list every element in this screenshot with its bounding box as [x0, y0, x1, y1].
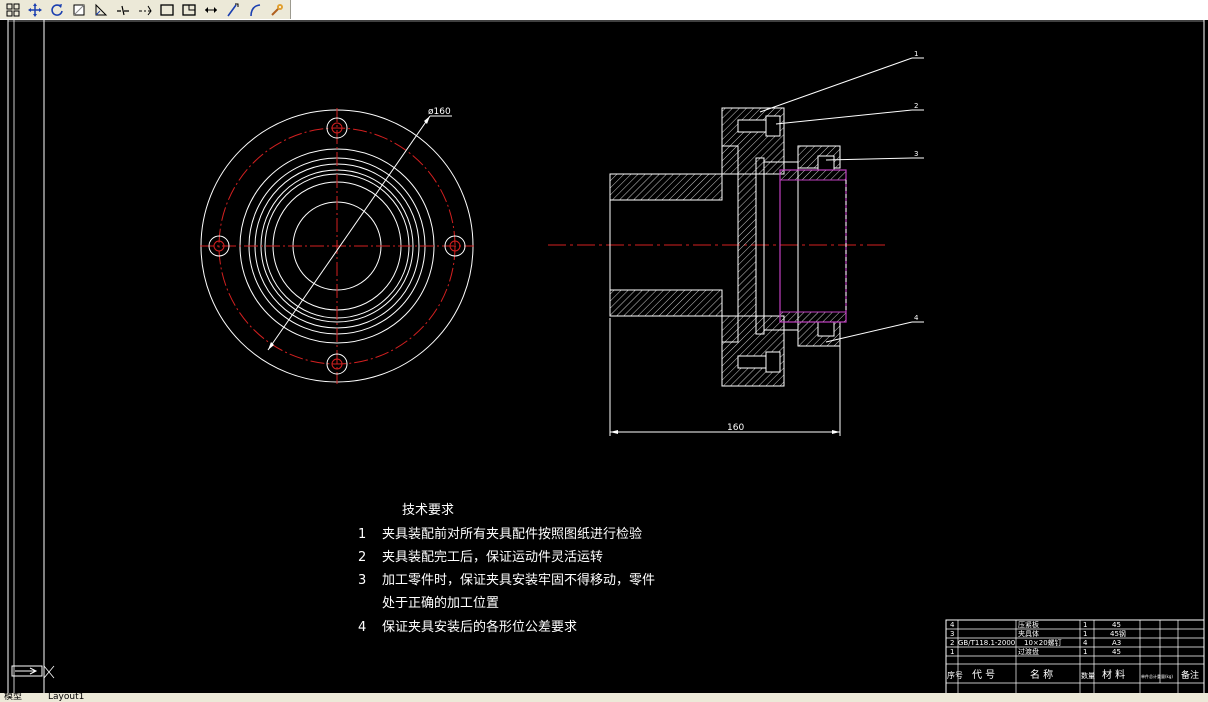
- balloon-3: 3: [914, 150, 918, 158]
- tab-layout1[interactable]: Layout1: [48, 693, 85, 702]
- bom-name: 过渡盘: [1018, 647, 1039, 656]
- arc-icon[interactable]: [244, 1, 266, 19]
- grid-icon[interactable]: [2, 1, 24, 19]
- tech-requirements: 技术要求 1 夹具装配前对所有夹具配件按照图纸进行检验 2 夹具装配完工后，保证…: [358, 503, 655, 635]
- line-icon[interactable]: [222, 1, 244, 19]
- bom-header-remark: 备注: [1181, 669, 1199, 681]
- drawing-border: [7, 20, 1205, 696]
- bom-material: 45: [1112, 621, 1121, 629]
- break-icon[interactable]: [112, 1, 134, 19]
- bom-seq: 2: [950, 639, 954, 647]
- extend-icon[interactable]: [134, 1, 156, 19]
- bom-header-code: 代 号: [972, 669, 995, 681]
- pan-icon[interactable]: [24, 1, 46, 19]
- tech-req-item: 夹具装配完工后，保证运动件灵活运转: [382, 550, 603, 565]
- front-view-dim-label: ø160: [428, 107, 451, 117]
- ucs-icon: [11, 665, 55, 679]
- bolt-hole: [208, 117, 466, 375]
- bom-qty: 1: [1083, 648, 1087, 656]
- tab-model[interactable]: 模型: [4, 693, 23, 702]
- toolbar-group: [0, 0, 291, 19]
- bom-table: 4 压紧板 1 45 3 夹具体 1 45钢 2 GB/T118.1-2000 …: [945, 619, 1205, 695]
- front-view: ø160: [200, 107, 474, 384]
- rectangle-icon[interactable]: [156, 1, 178, 19]
- tech-req-item: 加工零件时，保证夹具安装牢固不得移动，零件: [382, 572, 655, 588]
- tech-req-num: 2: [358, 550, 366, 565]
- bom-qty: 1: [1083, 621, 1087, 629]
- bom-header-seq: 序号: [947, 670, 963, 680]
- bom-code: GB/T118.1-2000: [958, 639, 1015, 647]
- tech-req-item: 保证夹具安装后的各形位公差要求: [382, 619, 577, 635]
- bom-header-name: 名 称: [1030, 668, 1053, 681]
- move-icon[interactable]: [200, 1, 222, 19]
- balloon-4: 4: [914, 314, 919, 322]
- rectangle2-icon[interactable]: [178, 1, 200, 19]
- bom-qty: 4: [1083, 639, 1088, 647]
- layout-tabs: 模型 Layout1: [0, 693, 1208, 702]
- bom-name: 夹具体: [1018, 629, 1039, 638]
- bom-seq: 4: [950, 621, 955, 629]
- toolbar-empty-area: [291, 0, 1208, 19]
- tech-req-num: 4: [358, 620, 366, 635]
- cad-toolbar: [0, 0, 1208, 20]
- drawing-canvas[interactable]: ø160 160: [0, 20, 1208, 696]
- side-view: 160 1 2 3 4: [548, 50, 924, 436]
- rotate-icon[interactable]: [46, 1, 68, 19]
- bom-name: 10×20螺钉: [1024, 638, 1062, 647]
- bom-qty: 1: [1083, 630, 1087, 638]
- box-icon[interactable]: [68, 1, 90, 19]
- bom-header-qty: 数量: [1081, 671, 1095, 680]
- tech-req-item: 处于正确的加工位置: [382, 595, 499, 611]
- bom-material: A3: [1112, 639, 1121, 647]
- bom-material: 45钢: [1110, 629, 1126, 638]
- bom-name: 压紧板: [1018, 620, 1039, 629]
- tool-icon[interactable]: [266, 1, 288, 19]
- bom-header-material: 材 料: [1102, 668, 1125, 681]
- triangle-icon[interactable]: [90, 1, 112, 19]
- bom-material: 45: [1112, 648, 1121, 656]
- bom-header-weight: 单件总计重量(kg): [1141, 673, 1173, 679]
- tech-req-num: 3: [358, 573, 366, 588]
- bom-seq: 1: [950, 648, 954, 656]
- side-view-dim-label: 160: [727, 423, 744, 433]
- tech-req-num: 1: [358, 527, 366, 542]
- balloon-2: 2: [914, 102, 918, 110]
- tech-req-item: 夹具装配前对所有夹具配件按照图纸进行检验: [382, 526, 642, 542]
- balloon-1: 1: [914, 50, 918, 58]
- bom-seq: 3: [950, 630, 954, 638]
- tech-req-title: 技术要求: [402, 503, 454, 518]
